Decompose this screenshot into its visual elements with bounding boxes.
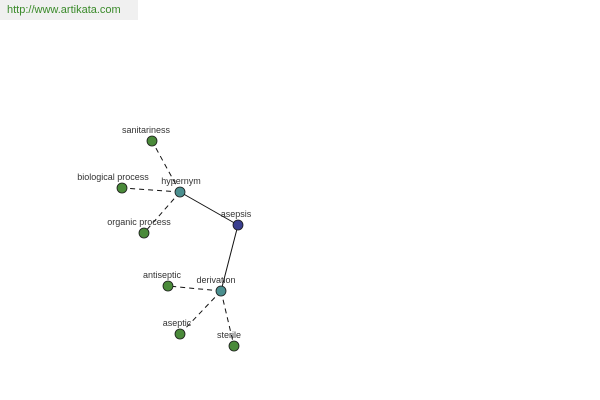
node-asepsis[interactable]: asepsis <box>221 209 252 231</box>
node-organic-process[interactable]: organic process <box>107 217 171 239</box>
node-dot-hypernym[interactable] <box>174 186 186 198</box>
edge-derivation-sterile <box>220 290 235 347</box>
node-hypernym[interactable]: hypernym <box>161 176 201 198</box>
node-dot-antiseptic[interactable] <box>162 280 174 292</box>
edge-hypernym-biological-process <box>121 187 181 193</box>
node-dot-biological-process[interactable] <box>116 182 128 194</box>
node-layer: asepsis hypernym derivation sanitariness bio… <box>77 125 252 352</box>
node-aseptic[interactable]: aseptic <box>163 318 192 340</box>
edge-derivation-asepsis <box>220 224 239 292</box>
site-url-link[interactable]: http://www.artikata.com <box>7 4 121 16</box>
header-bar: http://www.artikata.com <box>0 0 138 20</box>
node-dot-organic-process[interactable] <box>138 227 150 239</box>
node-dot-sterile[interactable] <box>228 340 240 352</box>
node-dot-asepsis[interactable] <box>232 219 244 231</box>
node-label-biological-process: biological process <box>77 172 149 182</box>
edge-hypernym-organic-process <box>143 191 181 234</box>
edge-hypernym-asepsis <box>179 191 239 226</box>
node-sterile[interactable]: sterile <box>217 330 241 352</box>
edge-derivation-antiseptic <box>167 285 222 292</box>
node-label-sterile: sterile <box>217 330 241 340</box>
node-label-aseptic: aseptic <box>163 318 192 328</box>
node-dot-sanitariness[interactable] <box>146 135 158 147</box>
node-label-hypernym: hypernym <box>161 176 201 186</box>
edge-hypernym-sanitariness <box>151 140 181 193</box>
node-antiseptic[interactable]: antiseptic <box>143 270 182 292</box>
node-label-organic-process: organic process <box>107 217 171 227</box>
node-biological-process[interactable]: biological process <box>77 172 149 194</box>
node-label-derivation: derivation <box>196 275 235 285</box>
node-label-asepsis: asepsis <box>221 209 252 219</box>
node-derivation[interactable]: derivation <box>196 275 236 297</box>
edge-layer <box>121 140 239 347</box>
node-sanitariness[interactable]: sanitariness <box>122 125 171 147</box>
node-label-antiseptic: antiseptic <box>143 270 182 280</box>
edge-derivation-aseptic <box>179 290 222 335</box>
node-dot-derivation[interactable] <box>215 285 227 297</box>
node-dot-aseptic[interactable] <box>174 328 186 340</box>
node-label-sanitariness: sanitariness <box>122 125 171 135</box>
